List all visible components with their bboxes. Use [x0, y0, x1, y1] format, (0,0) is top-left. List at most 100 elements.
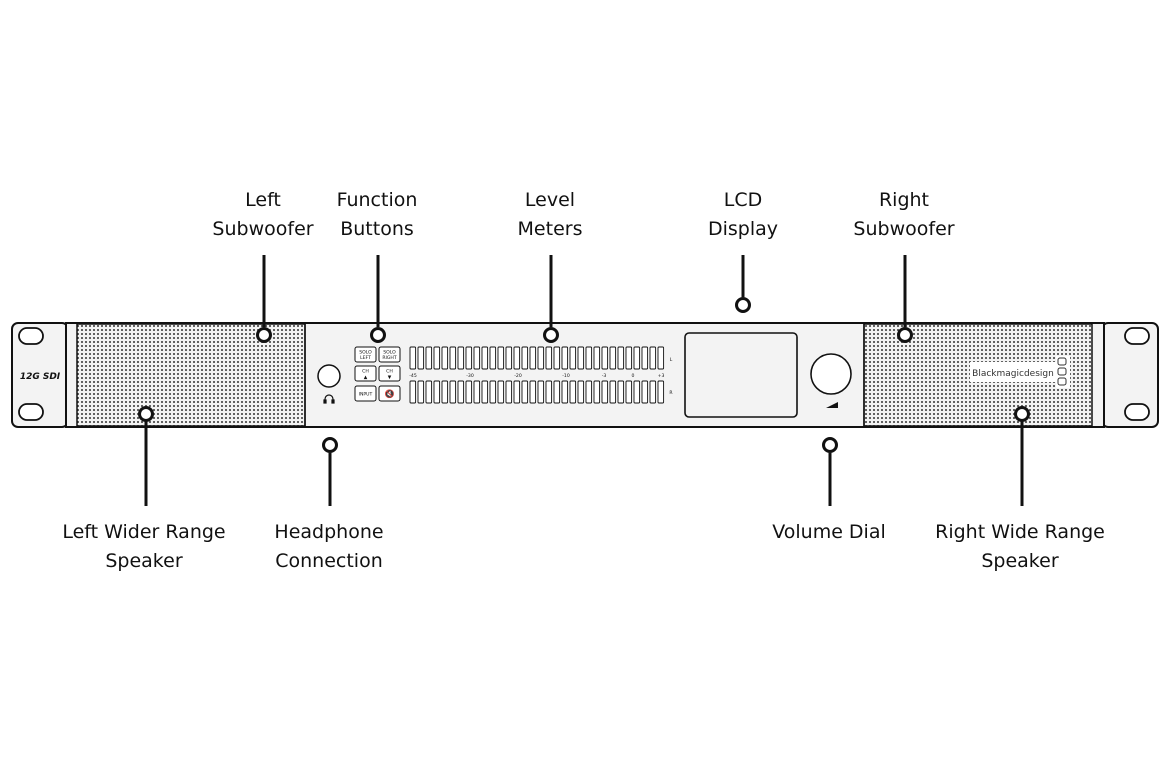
channel-down-button[interactable]	[378, 365, 401, 382]
meter-segment	[593, 346, 601, 370]
meter-segment	[433, 346, 441, 370]
headphone-jack[interactable]	[317, 364, 341, 388]
meter-segment	[601, 346, 609, 370]
meter-segment	[657, 380, 665, 404]
input-label: INPUT	[359, 392, 373, 398]
meter-segment	[545, 380, 553, 404]
meter-segment	[465, 346, 473, 370]
marker-headphone	[322, 437, 338, 453]
scale-label-0: 0	[632, 373, 635, 379]
sdi-badge: 12G SDI	[20, 372, 61, 382]
solo-left-label: SOLO	[359, 350, 372, 356]
meter-segment	[497, 346, 505, 370]
meter-segment	[481, 346, 489, 370]
solo-right-label-2: RIGHT	[382, 355, 397, 361]
meter-segment	[625, 346, 633, 370]
meter-segment	[609, 346, 617, 370]
meter-segment	[537, 346, 545, 370]
meter-segment	[521, 380, 529, 404]
meter-segment	[513, 380, 521, 404]
label-line: LCD	[723, 189, 763, 211]
ch-down-label: CH	[386, 369, 393, 375]
meter-segment	[585, 346, 593, 370]
label-line: Left Wider Range	[62, 521, 226, 543]
meter-segment	[521, 346, 529, 370]
ch-up-label: CH	[362, 369, 369, 375]
meter-segment	[649, 346, 657, 370]
meter-segment	[601, 380, 609, 404]
meter-segment	[617, 380, 625, 404]
label-line: Buttons	[340, 218, 414, 240]
meter-segment	[553, 380, 561, 404]
meter-segment	[457, 346, 465, 370]
meter-segment	[505, 380, 513, 404]
meter-segment	[425, 346, 433, 370]
meter-segment	[497, 380, 505, 404]
label-line: Function	[336, 189, 418, 211]
solo-left-label-2: LEFT	[360, 355, 371, 361]
level-meter-left	[409, 346, 665, 370]
scale-label-minus-45: -45	[409, 373, 417, 379]
label-line: Right Wide Range	[935, 521, 1105, 543]
meter-channel-l: L	[670, 357, 673, 363]
label-line: Left	[245, 189, 281, 211]
marker-function-buttons	[370, 327, 386, 343]
channel-up-button[interactable]	[354, 365, 377, 382]
label-right-subwoofer: Right Subwoofer	[853, 186, 954, 244]
label-line: Headphone	[274, 521, 384, 543]
label-line: Level	[524, 189, 576, 211]
input-button[interactable]	[354, 385, 377, 402]
label-line: Connection	[275, 550, 383, 572]
meter-segment	[609, 380, 617, 404]
level-meter-scale: -45 -30 -20 -10 -3 0 +3 L R	[409, 357, 673, 396]
volume-dial[interactable]	[810, 353, 852, 395]
meter-segment	[537, 380, 545, 404]
mute-button[interactable]	[378, 385, 401, 402]
meter-channel-r: R	[669, 390, 673, 396]
level-meter-right	[409, 380, 665, 404]
meter-segment	[561, 380, 569, 404]
meter-segment	[473, 380, 481, 404]
right-rack-ear	[1101, 322, 1159, 428]
meter-segment	[649, 380, 657, 404]
label-line: Display	[707, 218, 779, 240]
meter-segment	[433, 380, 441, 404]
ch-up-arrow: ▲	[364, 376, 368, 381]
meter-segment	[441, 346, 449, 370]
left-speaker-grille	[76, 323, 306, 427]
meter-segment	[569, 380, 577, 404]
scale-label-minus-10: -10	[562, 373, 570, 379]
meter-segment	[625, 380, 633, 404]
meter-segment	[545, 346, 553, 370]
brand-logo-text: Blackmagicdesign	[972, 369, 1054, 379]
headphone-icon	[323, 394, 335, 404]
label-line: Speaker	[981, 550, 1059, 572]
meter-segment	[657, 346, 665, 370]
meter-segment	[489, 380, 497, 404]
volume-indicator-icon	[826, 402, 838, 408]
scale-label-minus-3: -3	[602, 373, 607, 379]
label-left-subwoofer: Left Subwoofer	[212, 186, 313, 244]
meter-segment	[465, 380, 473, 404]
solo-left-button[interactable]	[354, 346, 377, 363]
label-volume-dial: Volume Dial	[772, 518, 886, 547]
scale-label-minus-30: -30	[466, 373, 474, 379]
meter-segment	[593, 380, 601, 404]
meter-segment	[585, 380, 593, 404]
solo-right-button[interactable]	[378, 346, 401, 363]
meter-segment	[409, 380, 417, 404]
meter-segment	[633, 346, 641, 370]
meter-segment	[417, 380, 425, 404]
label-line: Right	[878, 189, 930, 211]
meter-segment	[449, 380, 457, 404]
meter-segment	[505, 346, 513, 370]
ch-down-arrow: ▼	[388, 376, 392, 381]
meter-segment	[457, 380, 465, 404]
marker-right-subwoofer	[897, 327, 913, 343]
meter-segment	[529, 380, 537, 404]
marker-left-wide-range	[138, 406, 154, 422]
scale-label-plus-3: +3	[658, 373, 665, 379]
meter-segment	[577, 346, 585, 370]
